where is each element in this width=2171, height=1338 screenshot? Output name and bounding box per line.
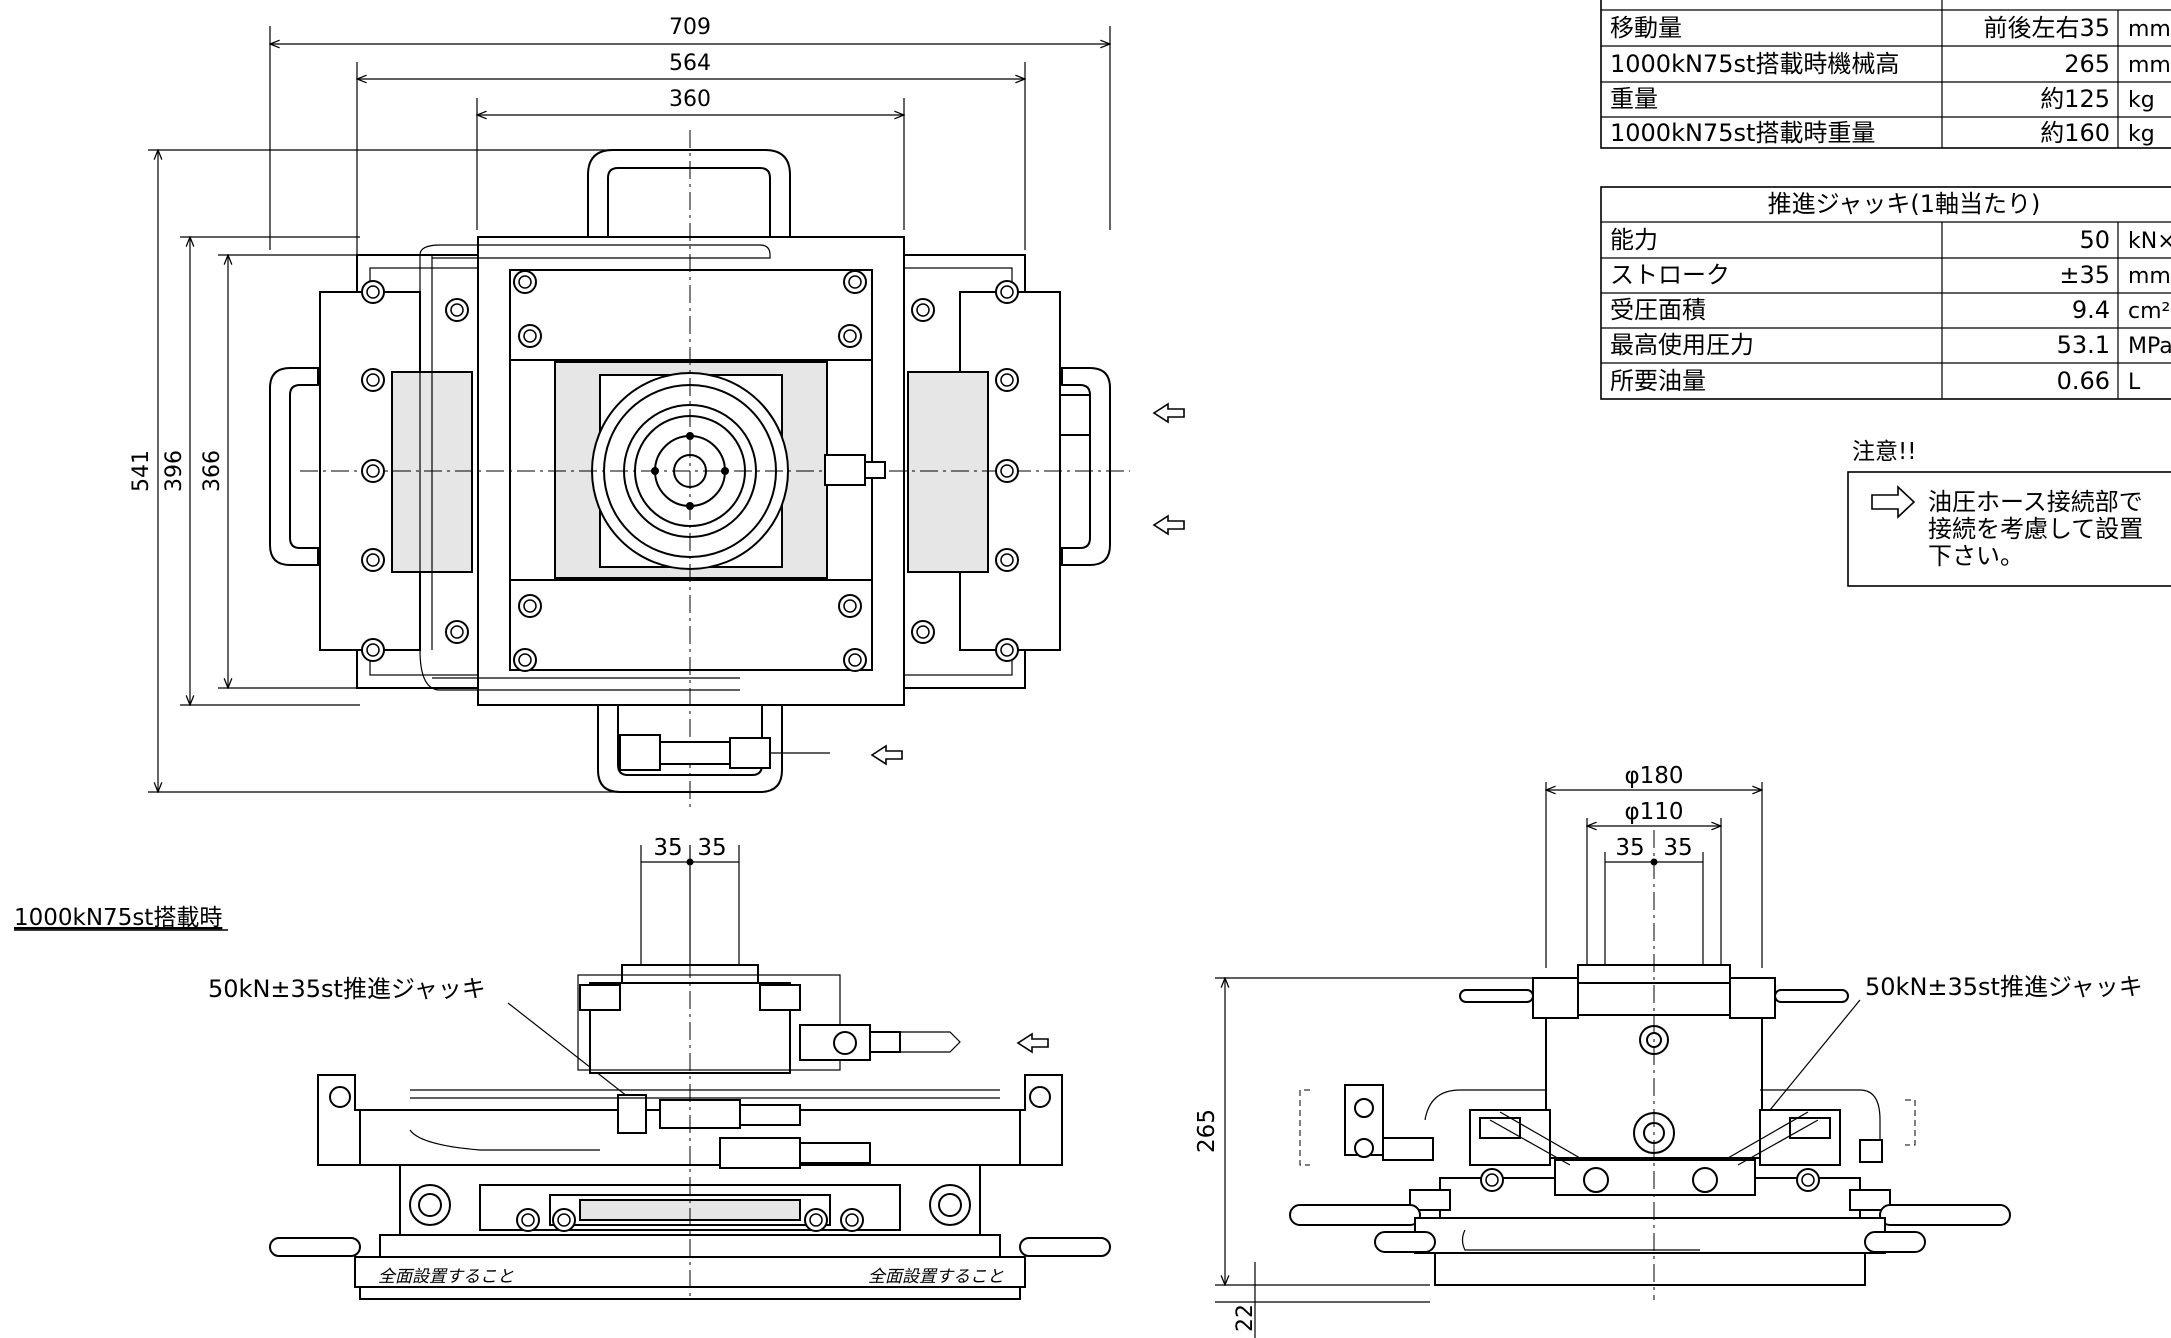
spec-row-label: 移動量 xyxy=(1610,14,1682,42)
jack-row-label: 受圧面積 xyxy=(1610,296,1706,324)
front-view: 1000kN75st搭載時 35 35 50kN±35st推進ジャッキ xyxy=(14,835,1111,1300)
dim-366: 366 xyxy=(200,255,360,688)
dim-396: 396 xyxy=(162,237,360,705)
side-dim-phi180: φ180 xyxy=(1624,763,1683,789)
jack-table-title: 推進ジャッキ(1軸当たり) xyxy=(1768,190,2041,218)
jack-table: 推進ジャッキ(1軸当たり) 能力 50 kN× ストローク ±35 mm 受圧面… xyxy=(1600,186,2171,400)
note-line-1: 油圧ホース接続部で xyxy=(1928,488,2143,516)
spec-row-label: 重量 xyxy=(1610,85,1658,113)
jack-row-label: 能力 xyxy=(1610,226,1658,254)
jack-row-label: 所要油量 xyxy=(1610,367,1706,395)
inlet-arrow-icon xyxy=(1153,515,1185,535)
side-dim-phi110: φ110 xyxy=(1624,799,1683,825)
side-dim-35-left: 35 xyxy=(1615,835,1644,861)
jack-row-unit: L xyxy=(2128,370,2141,395)
spec-table: 移動量 前後左右35 mm 1000kN75st搭載時機械高 265 mm 重量… xyxy=(1600,0,2171,149)
front-install-note-left: 全面設置すること xyxy=(378,1267,514,1287)
spec-row-label: 1000kN75st搭載時機械高 xyxy=(1610,50,1899,78)
jack-row-unit: MPa xyxy=(2128,334,2171,359)
side-dim-265: 265 xyxy=(1194,1109,1220,1153)
jack-row-unit: kN× xyxy=(2128,229,2171,254)
front-jack-label: 50kN±35st推進ジャッキ xyxy=(208,975,486,1003)
spec-row-value: 265 xyxy=(2064,50,2110,78)
jack-row-value: 53.1 xyxy=(2057,331,2110,359)
front-view-caption: 1000kN75st搭載時 xyxy=(14,905,222,931)
note-line-3: 下さい。 xyxy=(1928,542,2024,570)
side-dim-22: 22 xyxy=(1233,1304,1258,1332)
jack-row-value: 9.4 xyxy=(2072,296,2110,324)
jack-row-label: ストローク xyxy=(1610,261,1730,289)
front-install-note-right: 全面設置すること xyxy=(868,1267,1004,1287)
dim-709-label: 709 xyxy=(669,15,711,40)
jack-row-unit: mm xyxy=(2128,264,2171,289)
dim-541-label: 541 xyxy=(129,450,154,492)
note-arrow-icon xyxy=(1871,485,1916,519)
front-dim-35-right: 35 xyxy=(697,835,726,861)
dim-366-label: 366 xyxy=(200,450,225,492)
spec-row-label: 1000kN75st搭載時重量 xyxy=(1610,119,1875,147)
dim-541: 541 xyxy=(129,150,640,792)
jack-row-label: 最高使用圧力 xyxy=(1610,331,1754,359)
spec-row-unit: kg xyxy=(2128,88,2155,113)
side-dim-35-right: 35 xyxy=(1663,835,1692,861)
inlet-arrow-icon xyxy=(871,745,903,765)
jack-row-value: ±35 xyxy=(2059,261,2110,289)
inlet-arrow-icon xyxy=(1017,1033,1049,1053)
dim-396-label: 396 xyxy=(162,450,187,492)
dim-709: 709 xyxy=(270,15,1110,250)
side-view: φ180 φ110 35 35 265 22 50kN±35st推進ジャッキ xyxy=(1194,763,2143,1338)
dim-360-label: 360 xyxy=(669,87,711,112)
top-handle xyxy=(587,149,791,238)
caution-note: 注意!! 油圧ホース接続部で 接続を考慮して設置 下さい。 xyxy=(1847,439,2171,587)
dim-564: 564 xyxy=(357,51,1025,330)
spec-row-unit: mm xyxy=(2128,17,2171,42)
inlet-arrow-icon xyxy=(1153,403,1185,423)
dim-360: 360 xyxy=(477,87,904,230)
spec-row-unit: mm xyxy=(2128,53,2171,78)
right-handle xyxy=(1061,367,1111,566)
side-jack-label: 50kN±35st推進ジャッキ xyxy=(1865,973,2143,1001)
note-line-2: 接続を考慮して設置 xyxy=(1928,515,2143,543)
front-dim-35-left: 35 xyxy=(653,835,682,861)
dim-564-label: 564 xyxy=(669,51,711,76)
spec-row-value: 約125 xyxy=(2040,85,2110,113)
spec-row-unit: kg xyxy=(2128,122,2155,147)
left-handle xyxy=(269,367,319,566)
jack-row-value: 50 xyxy=(2079,226,2110,254)
jack-row-unit: cm²× xyxy=(2128,299,2171,324)
top-plan-view: 709 564 360 541 396 xyxy=(129,15,1130,810)
spec-row-value: 前後左右35 xyxy=(1983,14,2110,42)
jack-row-value: 0.66 xyxy=(2057,367,2110,395)
spec-row-value: 約160 xyxy=(2040,119,2110,147)
note-title: 注意!! xyxy=(1852,439,1916,465)
